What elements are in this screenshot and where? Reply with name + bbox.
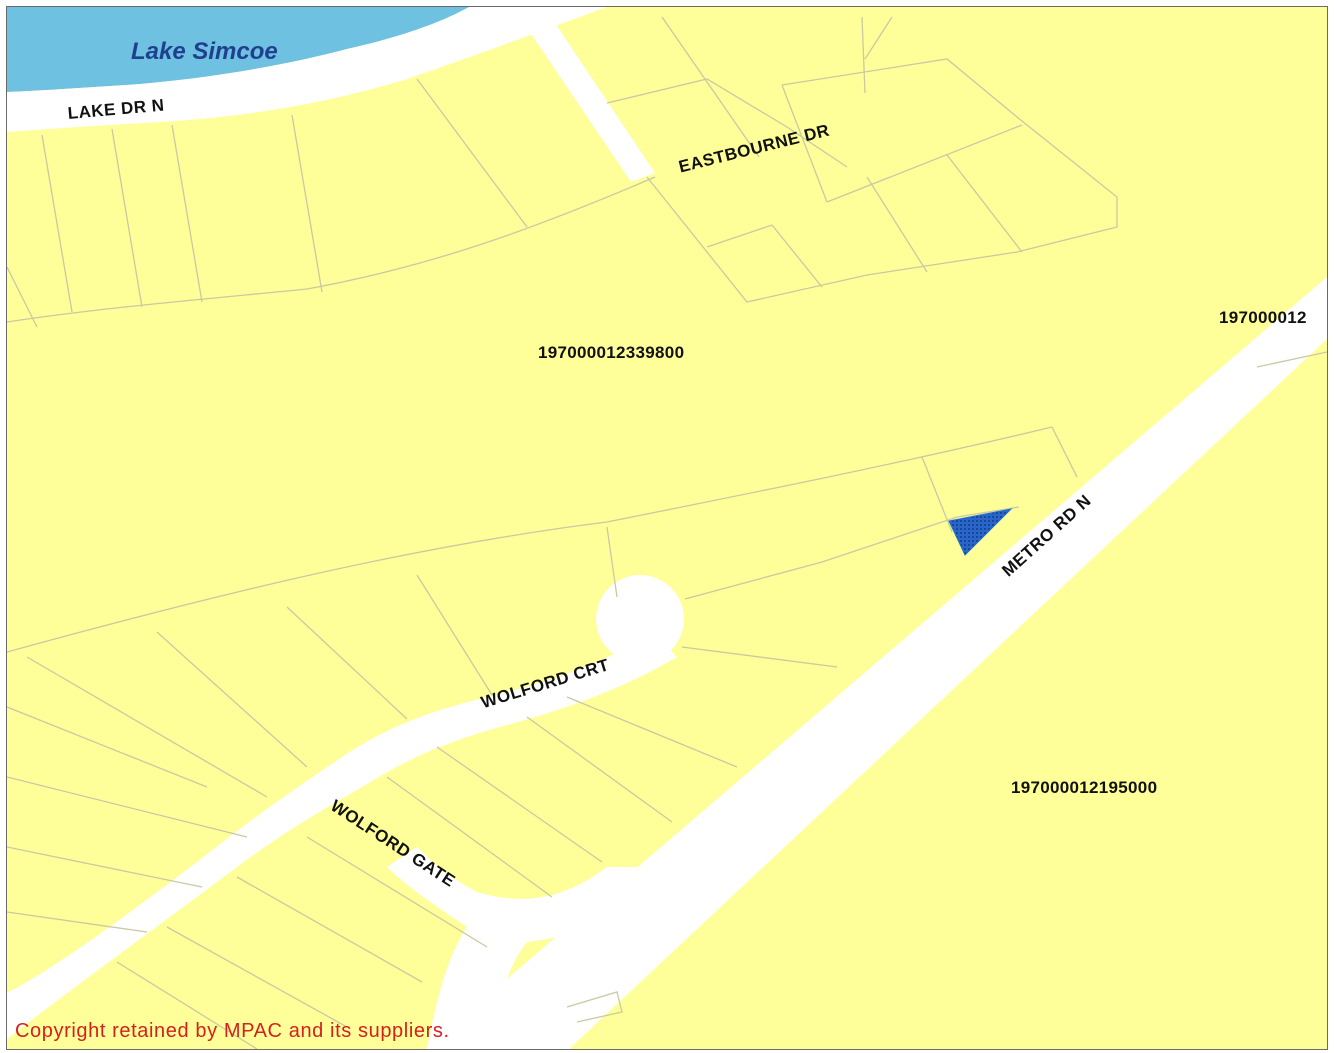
road-wolford-gate-junction bbox=[387, 847, 667, 1049]
road-network bbox=[7, 7, 1327, 1049]
map-frame[interactable]: Lake Simcoe LAKE DR N EASTBOURNE DR METR… bbox=[6, 6, 1328, 1050]
parcel-boundaries bbox=[7, 16, 1327, 1049]
lake-water bbox=[7, 7, 469, 92]
parcel-id-north: 197000012339800 bbox=[538, 343, 685, 362]
road-wolford bbox=[7, 632, 677, 1039]
parcel-id-south-east: 197000012195000 bbox=[1011, 778, 1158, 797]
parcel-id-edge-right: 197000012 bbox=[1219, 308, 1307, 327]
lake-label: Lake Simcoe bbox=[131, 38, 278, 65]
road-lake-dr-n bbox=[7, 7, 607, 132]
road-wolford-cul-de-sac bbox=[596, 575, 684, 663]
road-metro-rd-n bbox=[425, 277, 1327, 1049]
road-eastbourne-spur bbox=[529, 23, 655, 182]
copyright-notice: Copyright retained by MPAC and its suppl… bbox=[15, 1020, 450, 1042]
highlight-parcel[interactable] bbox=[948, 508, 1013, 556]
map-canvas[interactable] bbox=[7, 7, 1327, 1049]
